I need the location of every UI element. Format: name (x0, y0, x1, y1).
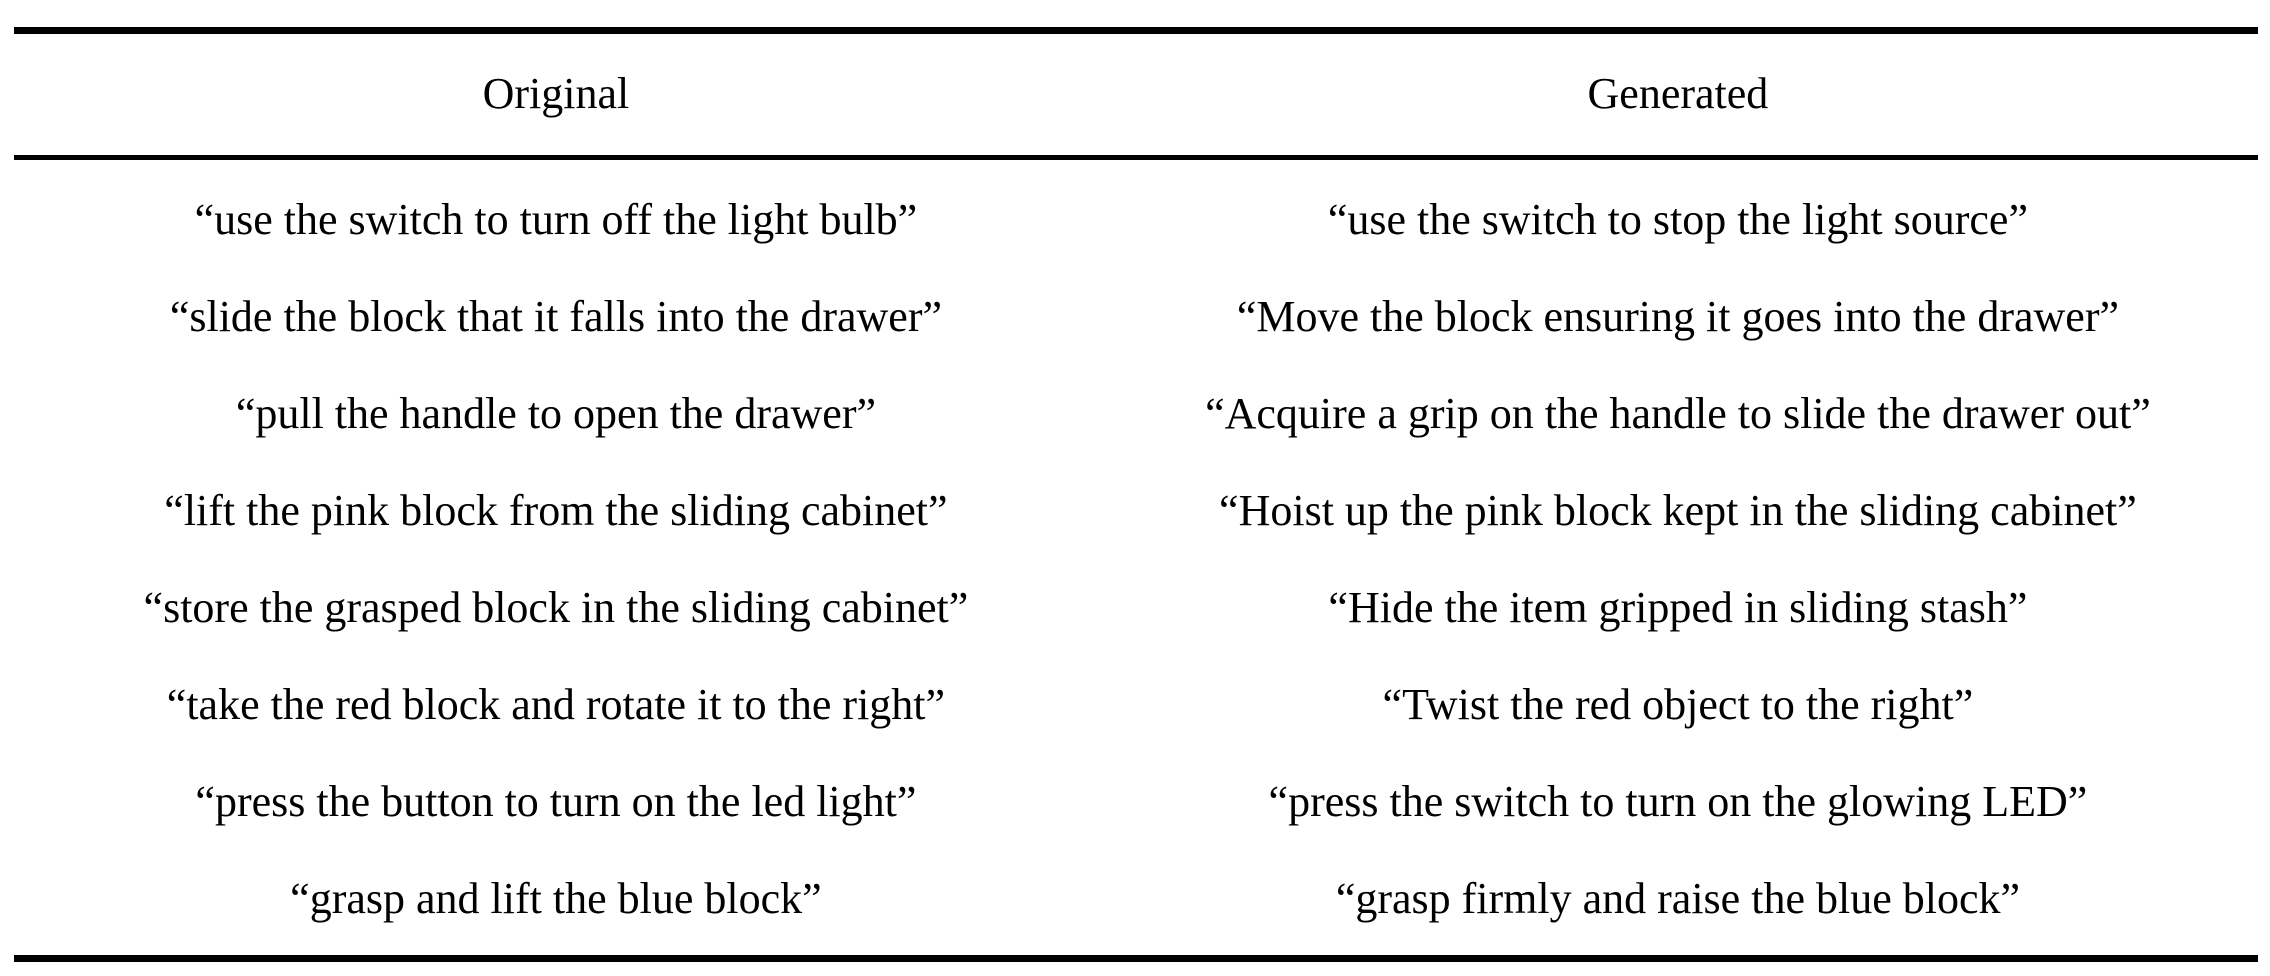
original-cell: “take the red block and rotate it to the… (166, 680, 946, 730)
original-cell: “store the grasped block in the sliding … (143, 583, 969, 633)
table-row: “store the grasped block in the sliding … (14, 560, 2258, 657)
generated-cell: “Hide the item gripped in sliding stash” (1328, 583, 2028, 633)
generated-cell: “Hoist up the pink block kept in the sli… (1219, 486, 2137, 536)
generated-cell: “Acquire a grip on the handle to slide t… (1205, 389, 2151, 439)
original-cell: “lift the pink block from the sliding ca… (164, 486, 948, 536)
column-header-generated: Generated (1587, 69, 1769, 119)
table-row: “pull the handle to open the drawer” “Ac… (14, 366, 2258, 463)
generated-cell: “press the switch to turn on the glowing… (1268, 777, 2088, 827)
generated-cell: “Twist the red object to the right” (1382, 680, 1974, 730)
table-row: “use the switch to turn off the light bu… (14, 172, 2258, 269)
table-row: “lift the pink block from the sliding ca… (14, 463, 2258, 560)
table-row: “slide the block that it falls into the … (14, 269, 2258, 366)
column-header-original: Original (482, 69, 630, 119)
table-body: “use the switch to turn off the light bu… (14, 160, 2258, 955)
original-cell: “pull the handle to open the drawer” (235, 389, 877, 439)
generated-cell: “use the switch to stop the light source… (1327, 195, 2028, 245)
generated-cell: “grasp firmly and raise the blue block” (1335, 874, 2021, 924)
table-row: “take the red block and rotate it to the… (14, 657, 2258, 754)
original-cell: “use the switch to turn off the light bu… (194, 195, 918, 245)
table-row: “press the button to turn on the led lig… (14, 754, 2258, 851)
generated-cell: “Move the block ensuring it goes into th… (1236, 292, 2120, 342)
original-cell: “grasp and lift the blue block” (290, 874, 822, 924)
original-cell: “press the button to turn on the led lig… (195, 777, 917, 827)
original-cell: “slide the block that it falls into the … (169, 292, 943, 342)
table-row: “grasp and lift the blue block” “grasp f… (14, 851, 2258, 948)
comparison-table: Original Generated “use the switch to tu… (14, 27, 2258, 962)
table-header-row: Original Generated (14, 34, 2258, 160)
